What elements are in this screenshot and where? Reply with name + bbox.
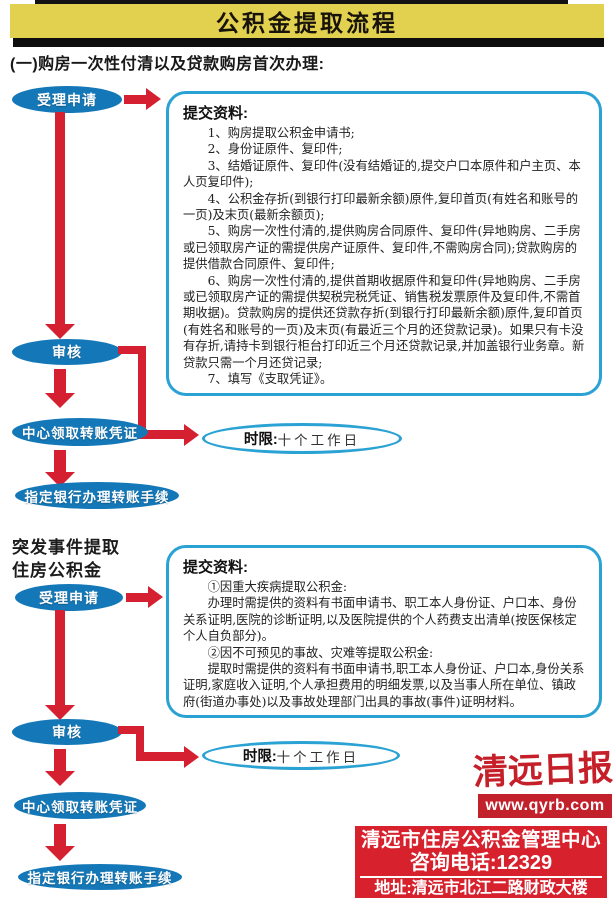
arrow-down-shaft bbox=[54, 369, 66, 393]
materials-title: 提交资料: bbox=[183, 105, 248, 122]
website-url: www.qyrb.com bbox=[485, 797, 605, 814]
org-name: 清远市住房公积金管理中心 bbox=[360, 829, 601, 851]
flow2-elbow-vertical bbox=[136, 726, 144, 757]
materials-title: 提交资料: bbox=[183, 559, 248, 576]
flow1-step-accept: 受理申请 bbox=[12, 86, 122, 113]
flow2-step-accept: 受理申请 bbox=[15, 584, 123, 611]
materials-paragraph: ②因不可预见的事故、灾难等提取公积金: bbox=[207, 645, 434, 660]
page-title: 公积金提取流程 bbox=[216, 10, 398, 36]
flow1-elbow-vertical bbox=[138, 346, 146, 433]
materials-item: 4、公积金存折(到银行打印最新余额)原件,复印首页(有姓名和账号的一页)及末页(… bbox=[183, 191, 579, 223]
materials-item: 7、填写《支取凭证》。 bbox=[207, 372, 333, 387]
arrow-down-icon bbox=[45, 705, 75, 720]
header-bottom-rule bbox=[13, 38, 604, 47]
materials-box-2: 提交资料: ①因重大疾病提取公积金: 办理时需提供的资料有书面申请书、职工本人身… bbox=[166, 545, 602, 718]
flow2-step-bank: 指定银行办理转账手续 bbox=[18, 864, 182, 890]
section1-subtitle: (一)购房一次性付清以及贷款购房首次办理: bbox=[10, 56, 325, 73]
flow1-elbow-arrow bbox=[138, 430, 184, 439]
materials-item: 5、购房一次性付清的,提供购房合同原件、复印件(异地购房、二手房或已领取房产证的… bbox=[183, 224, 581, 272]
website-banner: www.qyrb.com bbox=[478, 794, 612, 818]
materials-paragraph: ①因重大疾病提取公积金: bbox=[207, 580, 348, 594]
materials-item: 1、购房提取公积金申请书; bbox=[207, 126, 355, 140]
time-limit-1: 时限: 十个工作日 bbox=[202, 423, 402, 454]
arrow-down-icon bbox=[45, 324, 75, 339]
section2-heading-line1: 突发事件提取 bbox=[12, 538, 120, 557]
newspaper-logo: 清远日报 bbox=[472, 747, 614, 794]
phone-line: 咨询电话:12329 bbox=[409, 852, 553, 874]
arrow-down-shaft bbox=[54, 749, 66, 771]
materials-item: 6、购房一次性付清的,提供首期收据原件和复印件(异地购房、二手房或已领取房产证的… bbox=[183, 273, 585, 370]
flow1-step-review: 审核 bbox=[12, 339, 122, 365]
arrow-right-head-icon bbox=[184, 745, 199, 768]
flow2-elbow-arrow bbox=[136, 752, 184, 761]
flow2-line-down bbox=[55, 610, 65, 706]
time-limit-2: 时限: 十个工作日 bbox=[202, 741, 400, 770]
flow1-elbow-horizontal bbox=[118, 346, 146, 354]
section2-heading-line2: 住房公积金 bbox=[12, 561, 102, 580]
flow2-elbow-horizontal bbox=[118, 726, 144, 734]
arrow-down-shaft bbox=[54, 450, 66, 472]
time-limit-value: 十个工作日 bbox=[276, 749, 360, 766]
flow2-step-voucher: 中心领取转账凭证 bbox=[14, 792, 146, 819]
page-title-bar: 公积金提取流程 bbox=[10, 4, 604, 38]
materials-paragraph: 提取时需提供的资料有书面申请书,职工本人身份证、户口本,身份关系证明,家庭收入证… bbox=[183, 662, 585, 709]
materials-item: 2、身份证原件、复印件; bbox=[207, 142, 343, 157]
arrow-down-icon bbox=[45, 393, 75, 408]
arrow-right-head-icon bbox=[146, 88, 161, 110]
materials-box-1: 提交资料: 1、购房提取公积金申请书; 2、身份证原件、复印件; 3、结婚证原件… bbox=[166, 91, 602, 396]
flow1-line-down bbox=[55, 112, 65, 325]
arrow-right-head-icon bbox=[148, 586, 163, 608]
arrow-right-icon bbox=[126, 593, 148, 602]
arrow-right-head-icon bbox=[184, 423, 199, 446]
arrow-down-icon bbox=[45, 771, 75, 786]
flow1-step-bank: 指定银行办理转账手续 bbox=[15, 482, 179, 509]
materials-item: 3、结婚证原件、复印件(没有结婚证的,提交户口本原件和户主页、本人页复印件); bbox=[183, 158, 581, 190]
flow1-step-voucher: 中心领取转账凭证 bbox=[12, 418, 148, 446]
header-top-rule bbox=[35, 0, 568, 4]
contact-divider bbox=[360, 876, 602, 878]
arrow-down-shaft bbox=[54, 824, 66, 846]
time-limit-value: 十个工作日 bbox=[277, 432, 361, 449]
arrow-down-icon bbox=[45, 846, 75, 861]
contact-box: 清远市住房公积金管理中心 咨询电话:12329 地址:清远市北江二路财政大楼 bbox=[355, 826, 607, 898]
time-limit-label: 时限: bbox=[243, 432, 278, 448]
time-limit-label: 时限: bbox=[242, 749, 277, 765]
flow2-step-review: 审核 bbox=[12, 719, 122, 745]
section2-heading: 突发事件提取 住房公积金 bbox=[12, 536, 120, 582]
materials-paragraph: 办理时需提供的资料有书面申请书、职工本人身份证、户口本、身份关系证明,医院的诊断… bbox=[183, 596, 577, 644]
address-line: 地址:清远市北江二路财政大楼 bbox=[374, 880, 588, 897]
arrow-right-icon bbox=[124, 95, 146, 104]
